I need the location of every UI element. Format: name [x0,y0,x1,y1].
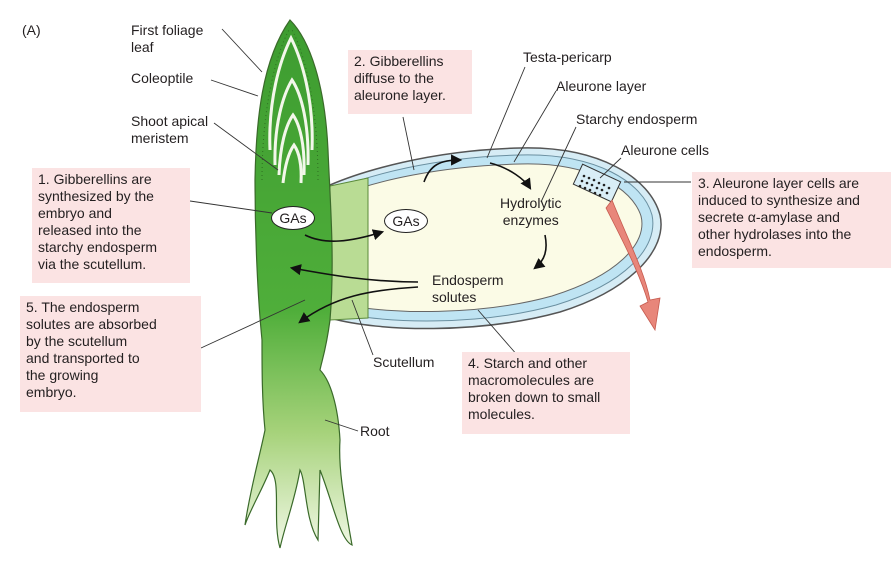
starchy-endosperm-label: Starchy endosperm [576,111,698,127]
aleurone-layer-label: Aleurone layer [556,78,647,94]
gas-embryo-oval: GAs [271,206,315,230]
testa-pericarp-label: Testa-pericarp [523,49,612,65]
aleurone-cells-label: Aleurone cells [621,142,709,158]
aleurone-cells-detail [572,163,622,203]
scutellum-label: Scutellum [373,354,435,370]
starchy-endosperm-shape [345,163,643,313]
coleoptile-label: Coleoptile [131,70,194,86]
secretion-arrow [605,199,661,332]
scutellum-shape [329,177,369,321]
embryo-shape [244,19,353,549]
root-label: Root [360,423,390,439]
panel-label: (A) [22,22,41,38]
gas-endosperm-oval: GAs [384,209,428,233]
